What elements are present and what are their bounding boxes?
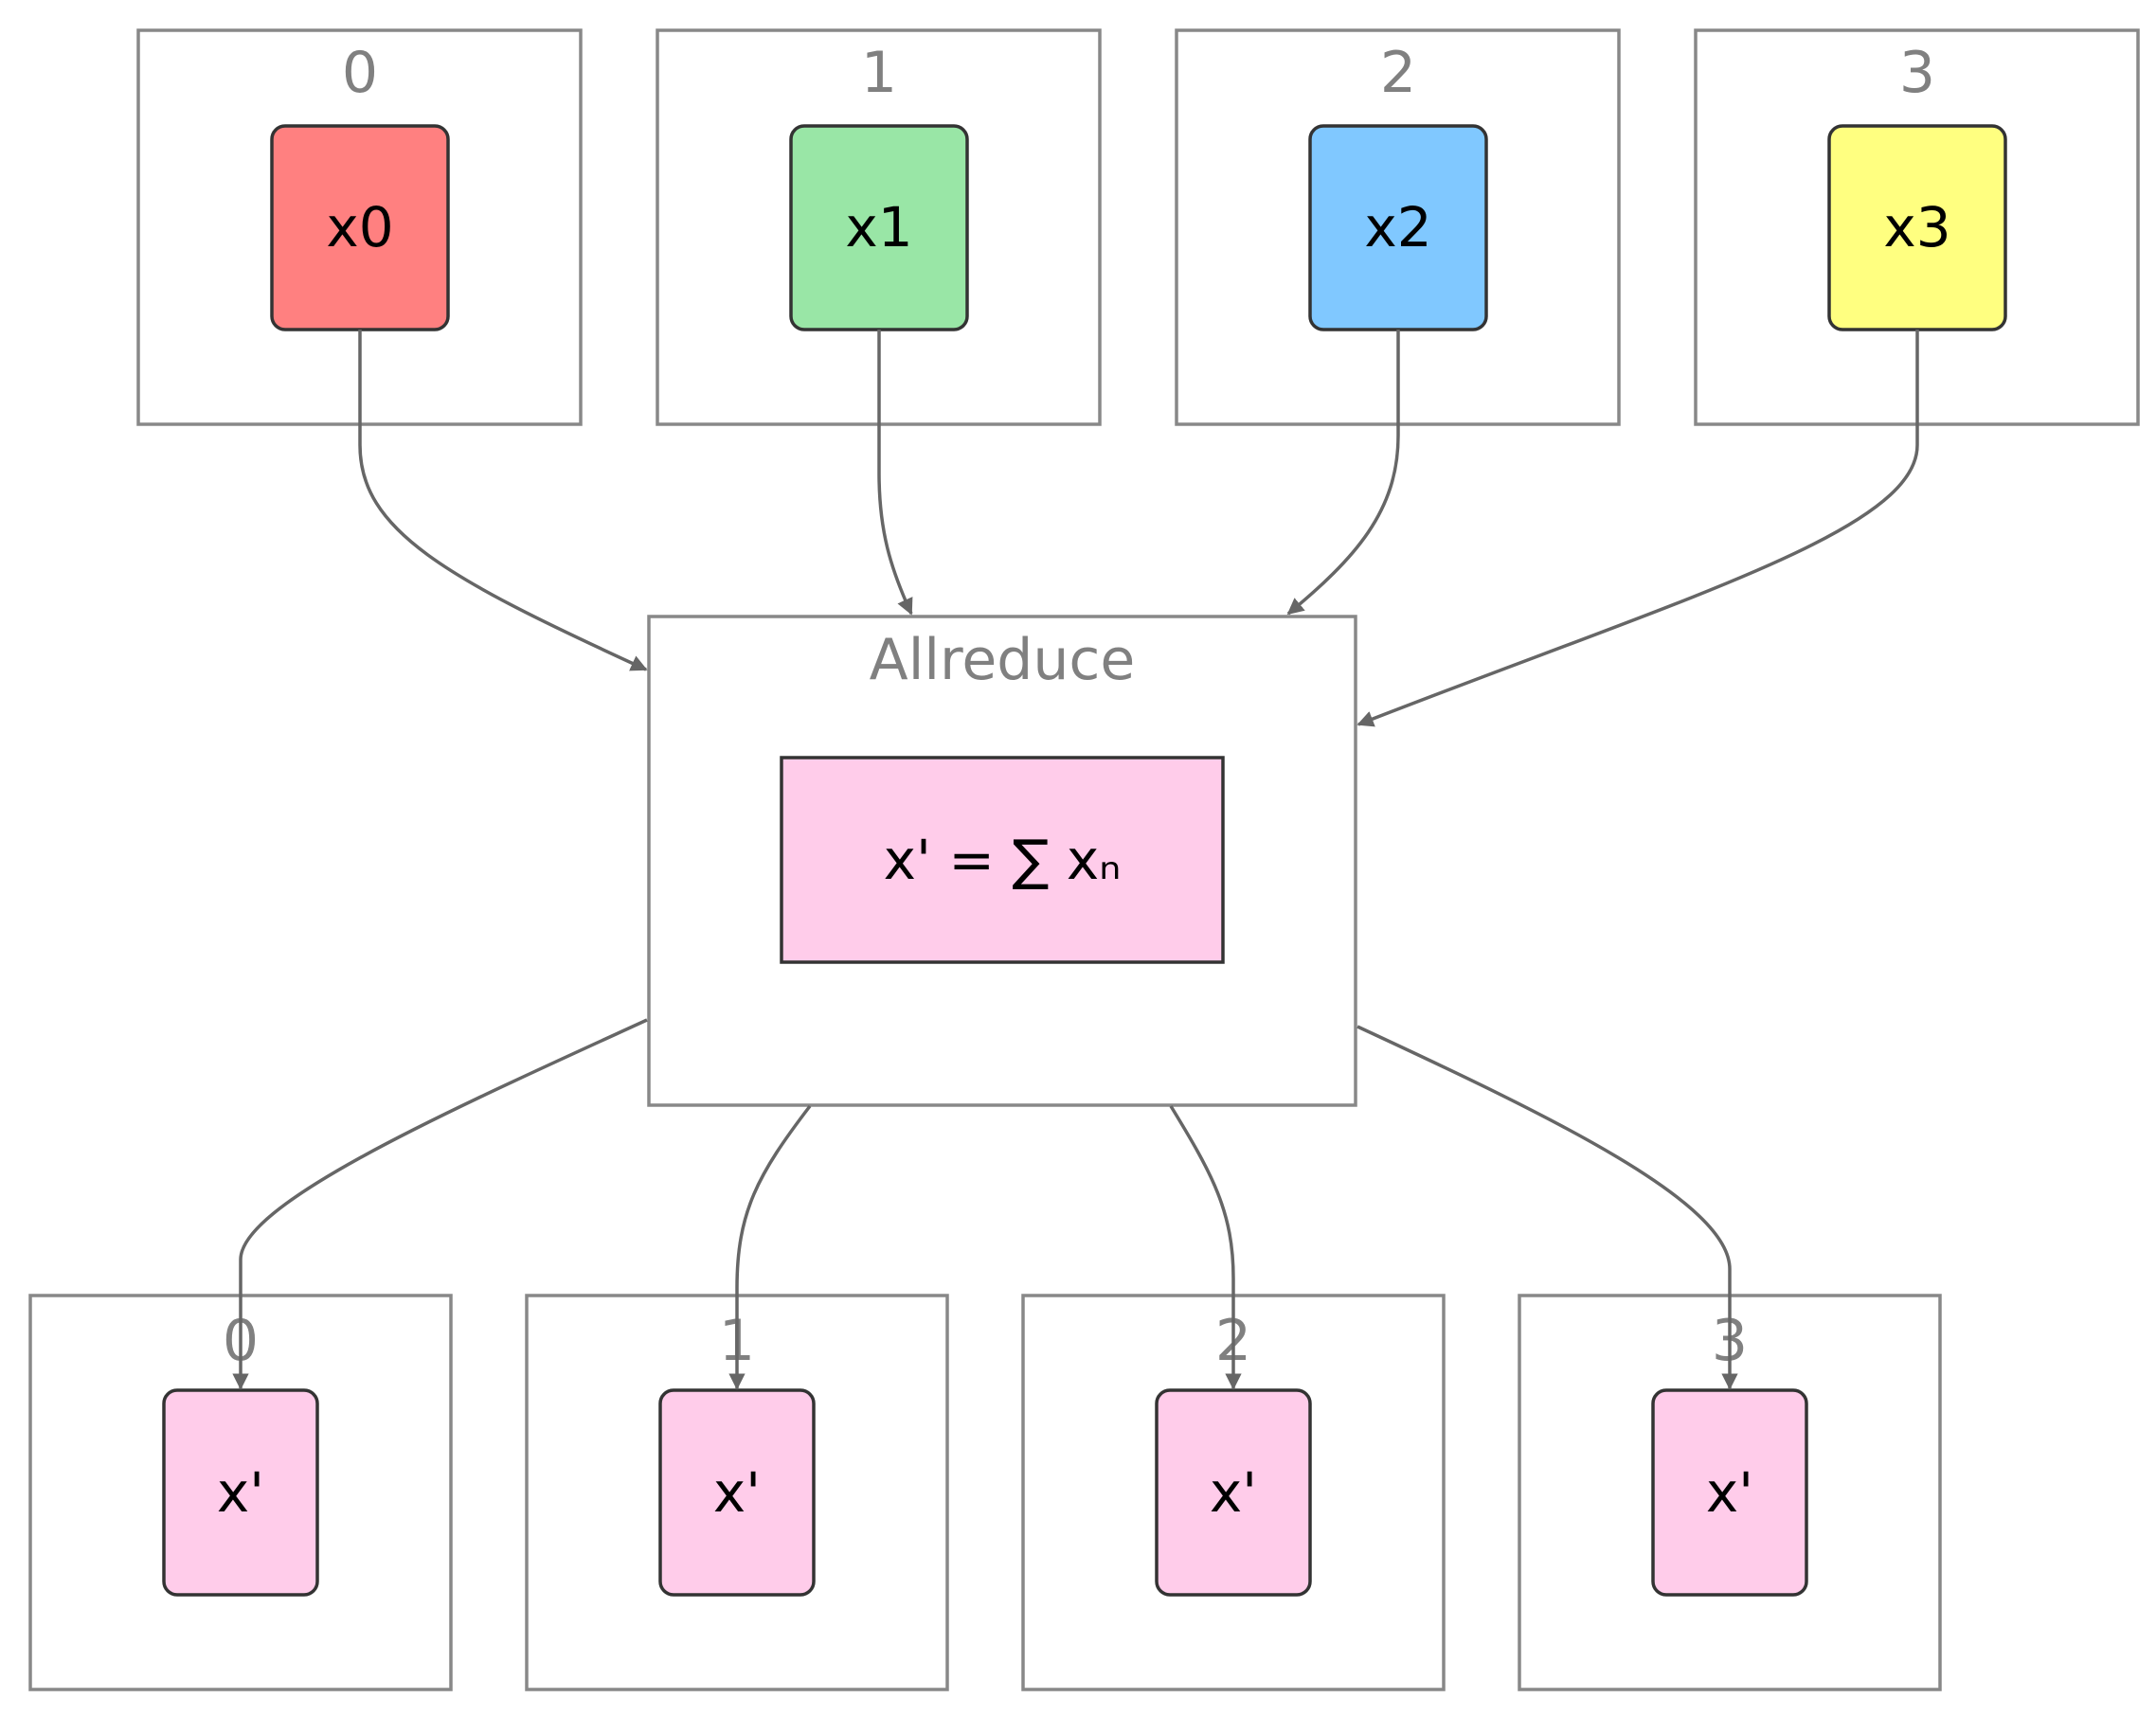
input-node-x3: x3 <box>1827 124 2007 331</box>
output-node-3-label: x' <box>1706 1460 1753 1525</box>
edge-allreduce-to-output-2 <box>1169 1105 1242 1390</box>
input-group-1-label: 1 <box>861 40 897 106</box>
allreduce-formula: x' = ∑ xₙ <box>884 828 1122 892</box>
input-node-x1-label: x1 <box>845 195 912 259</box>
output-node-2: x' <box>1155 1388 1312 1597</box>
input-node-x0-label: x0 <box>326 195 393 259</box>
output-node-3-box <box>1651 1388 1808 1597</box>
input-node-x0: x0 <box>270 124 450 331</box>
output-node-0-box <box>162 1388 319 1597</box>
edge-x0-to-allreduce <box>358 330 648 671</box>
input-node-x3-label: x3 <box>1883 195 1950 259</box>
edge-x3-to-allreduce <box>1356 330 1919 727</box>
output-node-2-box <box>1155 1388 1312 1597</box>
output-node-2-label: x' <box>1210 1460 1257 1525</box>
edge-x1-to-allreduce <box>877 330 913 616</box>
edge-allreduce-to-output-1 <box>728 1104 812 1390</box>
output-node-0-label: x' <box>217 1460 264 1525</box>
output-node-1-box <box>658 1388 816 1597</box>
input-node-x1: x1 <box>789 124 969 331</box>
output-node-0: x' <box>162 1388 319 1597</box>
edge-allreduce-to-output-3 <box>1356 1025 1738 1390</box>
input-node-x2: x2 <box>1308 124 1488 331</box>
allreduce-group: Allreduce x' = ∑ xₙ <box>647 615 1357 1107</box>
output-node-1-label: x' <box>713 1460 761 1525</box>
input-group-3-label: 3 <box>1899 40 1935 106</box>
allreduce-formula-box <box>780 756 1225 964</box>
input-node-x2-label: x2 <box>1364 195 1431 259</box>
output-node-1: x' <box>658 1388 816 1597</box>
edge-x2-to-allreduce <box>1286 330 1400 616</box>
allreduce-title: Allreduce <box>870 627 1136 693</box>
output-node-3: x' <box>1651 1388 1808 1597</box>
input-group-2-label: 2 <box>1380 40 1416 106</box>
input-group-0-label: 0 <box>342 40 378 106</box>
edge-allreduce-to-output-0 <box>232 1018 648 1390</box>
